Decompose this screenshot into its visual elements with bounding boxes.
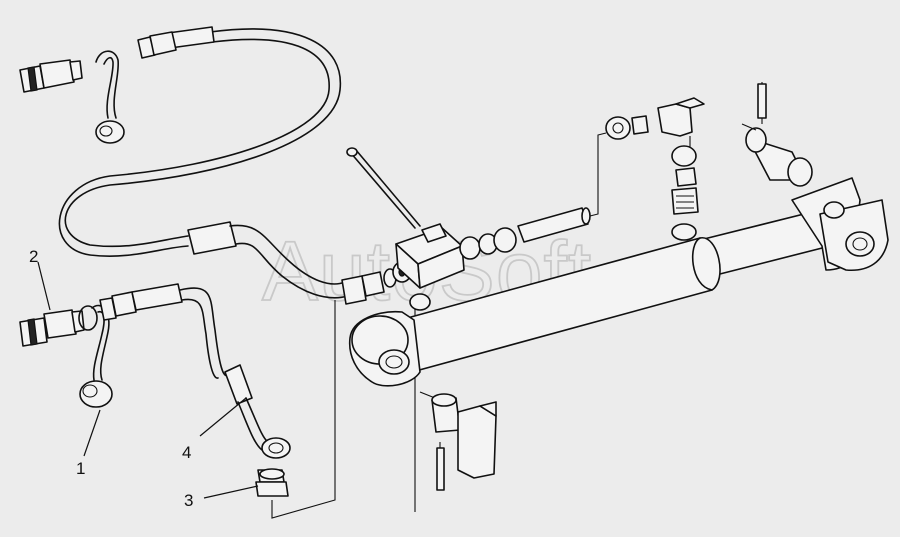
middle-pipe — [187, 221, 412, 305]
upper-quick-coupler — [19, 50, 125, 144]
leader-3 — [203, 485, 259, 499]
leader-2 — [37, 261, 51, 311]
lower-quick-coupler — [19, 304, 113, 408]
callout-1: 1 — [76, 459, 85, 478]
left-hose — [99, 283, 291, 459]
callout-4: 4 — [182, 443, 191, 462]
callout-3: 3 — [184, 491, 193, 510]
valve-lever — [346, 147, 517, 311]
upper-hose — [58, 26, 342, 258]
hydraulic-cylinder — [348, 177, 889, 387]
lower-pin — [419, 391, 497, 491]
leader-1 — [83, 409, 101, 457]
right-pin — [741, 82, 813, 187]
leader-4 — [199, 397, 247, 437]
fitting-item-3 — [255, 468, 289, 497]
steel-pipe — [517, 97, 705, 243]
callout-2: 2 — [29, 247, 38, 266]
